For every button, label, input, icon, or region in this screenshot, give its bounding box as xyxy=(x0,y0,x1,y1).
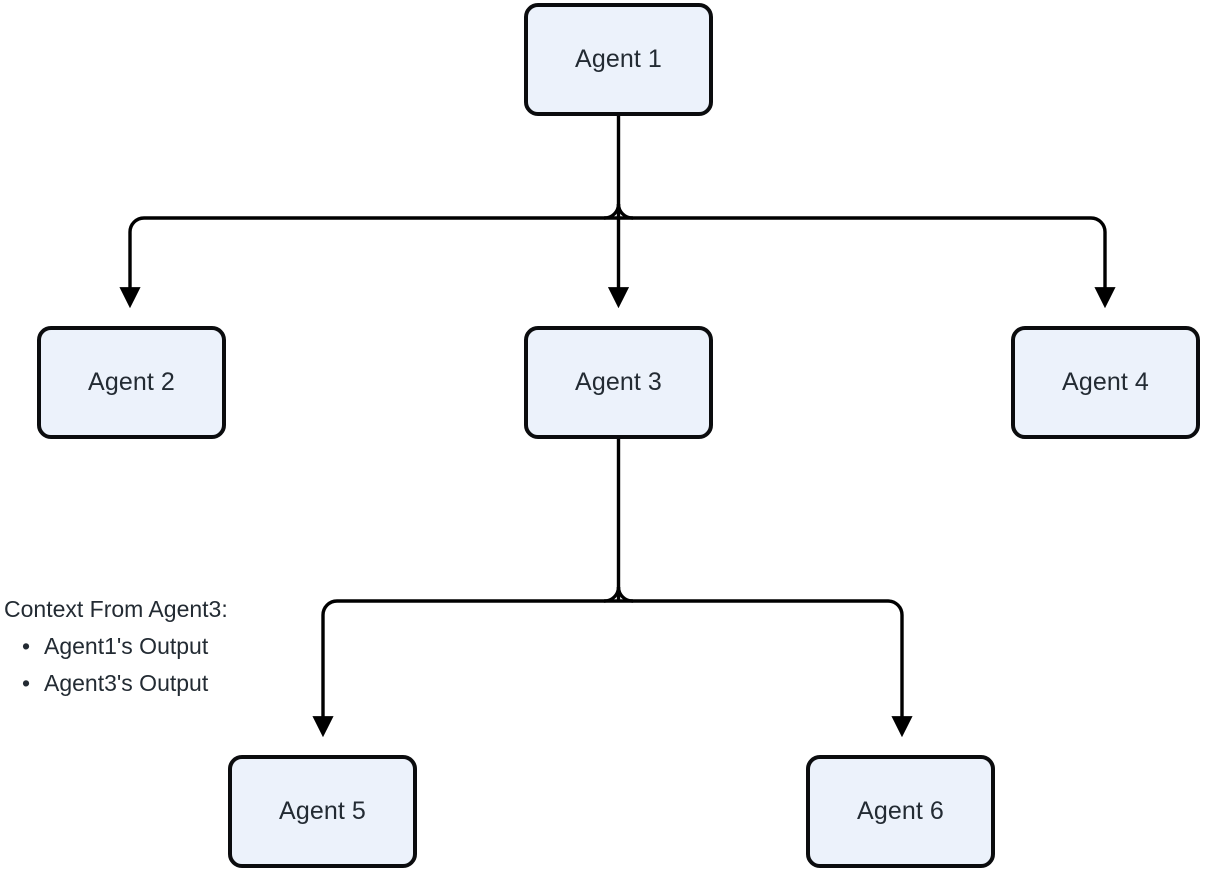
context-annotation: Context From Agent3: Agent1's Output Age… xyxy=(4,596,228,696)
edge-junction-bottom-left-fillet xyxy=(603,586,621,603)
node-agent2[interactable]: Agent 2 xyxy=(37,326,226,439)
edge-junction-top-right-fillet xyxy=(616,203,634,220)
node-agent6-label: Agent 6 xyxy=(857,797,944,825)
node-agent1[interactable]: Agent 1 xyxy=(524,3,713,116)
node-agent5[interactable]: Agent 5 xyxy=(228,755,417,868)
edge-agent3-to-agent6 xyxy=(618,599,913,738)
list-item: Agent1's Output xyxy=(4,635,228,659)
edge-agent3-to-agent5 xyxy=(312,599,619,738)
node-agent5-label: Agent 5 xyxy=(279,797,366,825)
node-agent3-label: Agent 3 xyxy=(575,368,662,396)
edge-agent1-to-agent2 xyxy=(119,216,619,309)
edge-junction-top-left-fillet xyxy=(603,203,621,220)
node-agent4[interactable]: Agent 4 xyxy=(1011,326,1200,439)
context-annotation-title: Context From Agent3: xyxy=(4,596,228,622)
list-item: Agent3's Output xyxy=(4,672,228,696)
node-agent4-label: Agent 4 xyxy=(1062,368,1149,396)
edge-agent1-to-agent4 xyxy=(618,216,1116,309)
context-annotation-list: Agent1's Output Agent3's Output xyxy=(4,635,228,696)
node-agent3[interactable]: Agent 3 xyxy=(524,326,713,439)
edge-junction-bottom-right-fillet xyxy=(616,586,634,603)
node-agent1-label: Agent 1 xyxy=(575,45,662,73)
node-agent6[interactable]: Agent 6 xyxy=(806,755,995,868)
node-agent2-label: Agent 2 xyxy=(88,368,175,396)
